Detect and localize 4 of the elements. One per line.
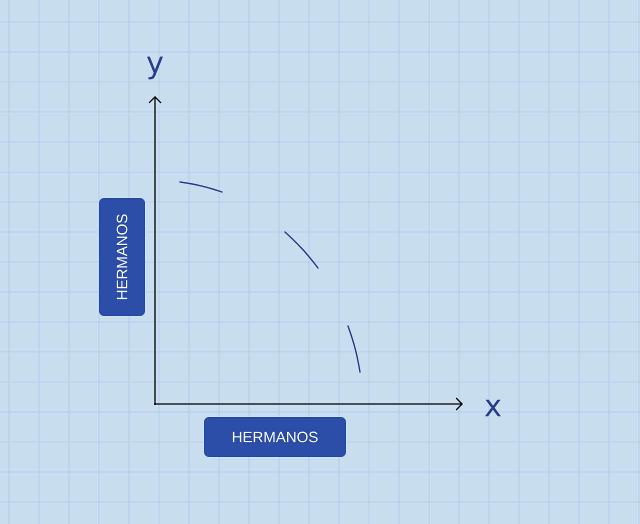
- axis-label: y: [147, 56, 163, 80]
- word-badge: HERMANOS: [99, 198, 145, 316]
- word-badge: HERMANOS: [204, 417, 346, 457]
- axis-label: x: [485, 400, 501, 416]
